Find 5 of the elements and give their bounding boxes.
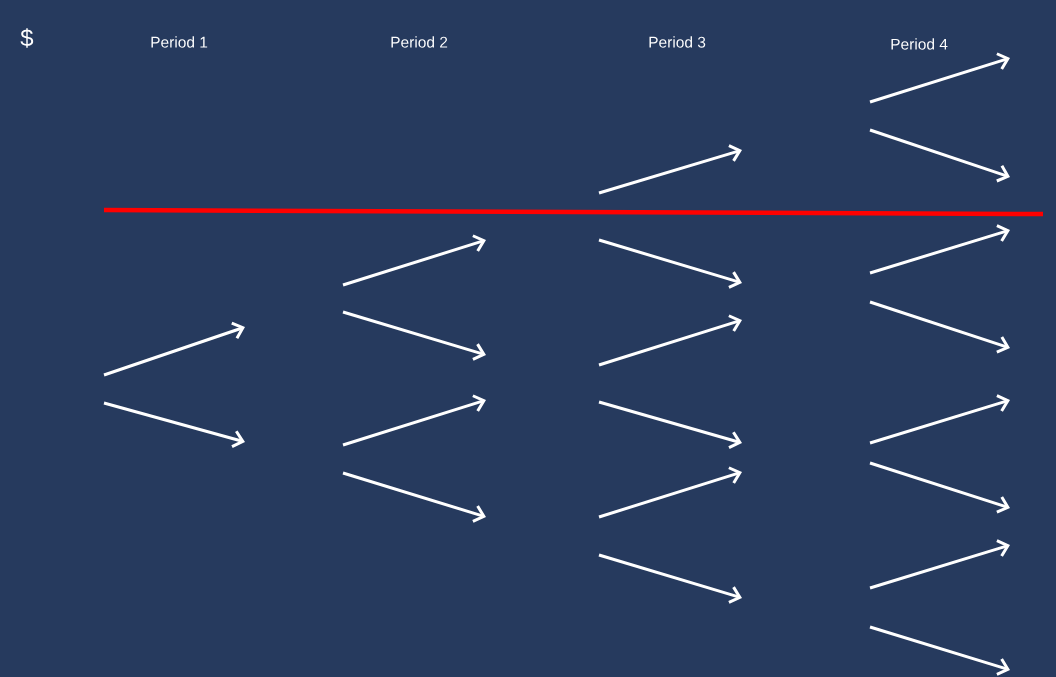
currency-symbol: $ (20, 28, 34, 48)
period-label: Period 4 (891, 38, 948, 50)
period-label: Period 3 (649, 36, 706, 48)
period-label: Period 1 (151, 36, 208, 48)
period-label: Period 2 (391, 36, 448, 48)
